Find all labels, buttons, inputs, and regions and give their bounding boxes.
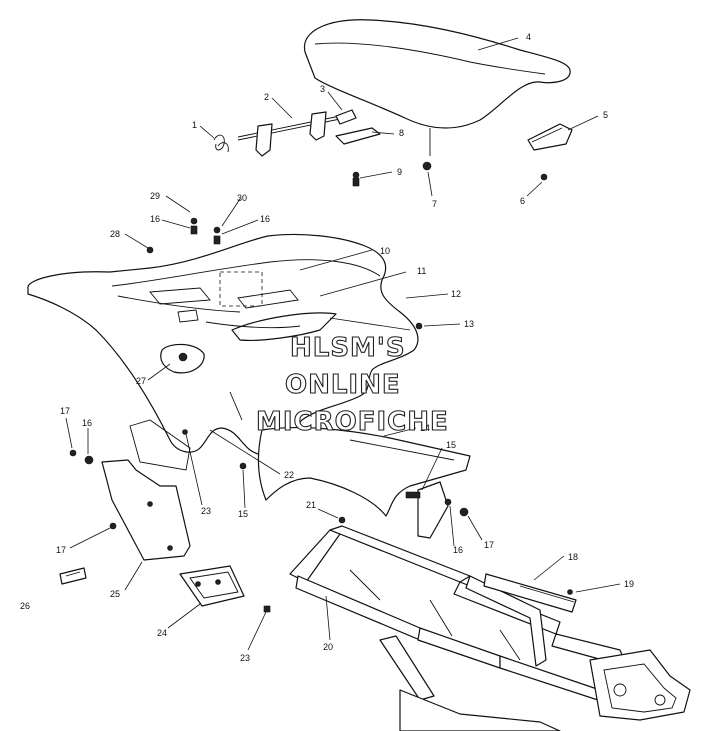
callout-18: 18 <box>568 552 578 562</box>
callout-27: 27 <box>136 376 146 386</box>
fender-grommet <box>160 343 205 374</box>
callout-17c: 17 <box>484 540 494 550</box>
rivet-6 <box>540 173 548 181</box>
callout-16a: 16 <box>150 214 160 224</box>
callout-5: 5 <box>603 110 608 120</box>
callout-29: 29 <box>150 191 160 201</box>
seat-rear-bracket <box>527 123 573 151</box>
watermark-line-3: MICROFICHE <box>256 407 449 437</box>
callout-17b: 17 <box>56 545 66 555</box>
callout-labels: 1 2 3 4 5 8 9 7 6 29 30 16 16 28 10 11 1… <box>20 32 634 663</box>
callout-24: 24 <box>157 628 167 638</box>
callout-9: 9 <box>397 167 402 177</box>
frame <box>289 525 691 731</box>
rear-tail-section <box>257 426 471 517</box>
mud-flap <box>101 459 191 561</box>
callout-11: 11 <box>417 266 426 276</box>
callout-12: 12 <box>451 289 461 299</box>
callout-28: 28 <box>110 229 120 239</box>
callout-23b: 23 <box>240 653 250 663</box>
callout-22: 22 <box>284 470 294 480</box>
frame-bracket <box>483 573 577 613</box>
callout-14: 14 <box>420 423 430 433</box>
leader-lines <box>65 37 621 651</box>
callout-19: 19 <box>624 579 634 589</box>
callout-6: 6 <box>520 196 525 206</box>
bolt-9 <box>352 177 360 187</box>
callout-23a: 23 <box>201 506 211 516</box>
seat <box>303 19 571 156</box>
watermark-line-2: ONLINE <box>285 370 401 400</box>
callout-17a: 17 <box>60 406 70 416</box>
callout-10: 10 <box>380 246 390 256</box>
callout-13: 13 <box>464 319 474 329</box>
callout-15a: 15 <box>446 440 456 450</box>
callout-16d: 16 <box>453 545 463 555</box>
callout-26: 26 <box>20 601 30 611</box>
side-bracket <box>417 481 449 539</box>
callout-1: 1 <box>192 120 197 130</box>
callout-8: 8 <box>399 128 404 138</box>
callout-20: 20 <box>323 642 333 652</box>
seat-bracket <box>335 127 381 145</box>
callout-30: 30 <box>237 193 247 203</box>
callout-3: 3 <box>320 84 325 94</box>
fasteners <box>69 217 573 613</box>
callout-16b: 16 <box>260 214 270 224</box>
callout-25: 25 <box>110 589 120 599</box>
watermark-line-1: HLSM'S <box>290 333 406 363</box>
rear-fender <box>27 233 419 457</box>
reflector <box>59 567 87 585</box>
watermark: HLSM'S ONLINE MICROFICHE <box>255 332 449 437</box>
callout-2: 2 <box>264 92 269 102</box>
flap-bracket <box>129 419 191 471</box>
mounting-bracket <box>179 565 245 607</box>
nut-7 <box>422 161 432 171</box>
washer-9 <box>352 171 360 179</box>
seat-latch-assembly <box>213 109 357 157</box>
callout-15b: 15 <box>238 509 248 519</box>
callout-4: 4 <box>526 32 531 42</box>
callout-16c: 16 <box>82 418 92 428</box>
callout-21: 21 <box>306 500 316 510</box>
callout-7: 7 <box>432 199 437 209</box>
